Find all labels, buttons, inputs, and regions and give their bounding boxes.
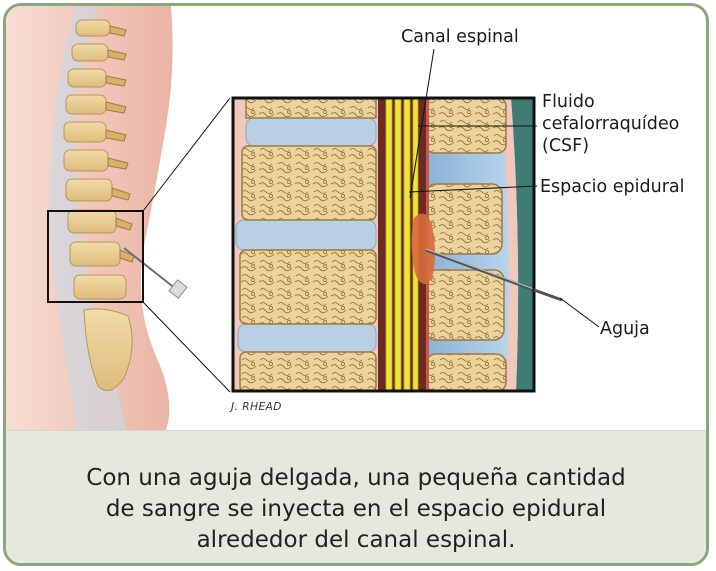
needle-icon: [123, 247, 188, 299]
spine-illustration: [6, 6, 600, 430]
caption-text: Con una aguja delgada, una pequeña canti…: [6, 463, 706, 556]
label-fluido-line3: (CSF): [542, 136, 590, 156]
spine-column: [49, 6, 188, 430]
label-fluido-line1: Fluido: [542, 92, 595, 112]
caption-line-2: de sangre se inyecta en el espacio epidu…: [105, 496, 607, 522]
label-canal-espinal: Canal espinal: [401, 27, 519, 47]
label-fluido-line2: cefalorraquídeo: [542, 114, 680, 134]
label-aguja: Aguja: [600, 319, 650, 339]
label-espacio-epidural: Espacio epidural: [540, 177, 685, 197]
caption-line-3: alrededor del canal espinal.: [196, 527, 516, 553]
blood-patch: [411, 213, 435, 285]
caption-line-1: Con una aguja delgada, una pequeña canti…: [86, 465, 626, 491]
inset-box-small: [47, 210, 144, 303]
artist-signature: J. RHEAD: [231, 401, 282, 413]
vertebra-bone: [239, 98, 507, 391]
zoom-inset: [231, 96, 563, 393]
diagram-card: Canal espinal Fluido cefalorraquídeo (CS…: [3, 3, 709, 566]
caption-box: Con una aguja delgada, una pequeña canti…: [6, 430, 706, 563]
